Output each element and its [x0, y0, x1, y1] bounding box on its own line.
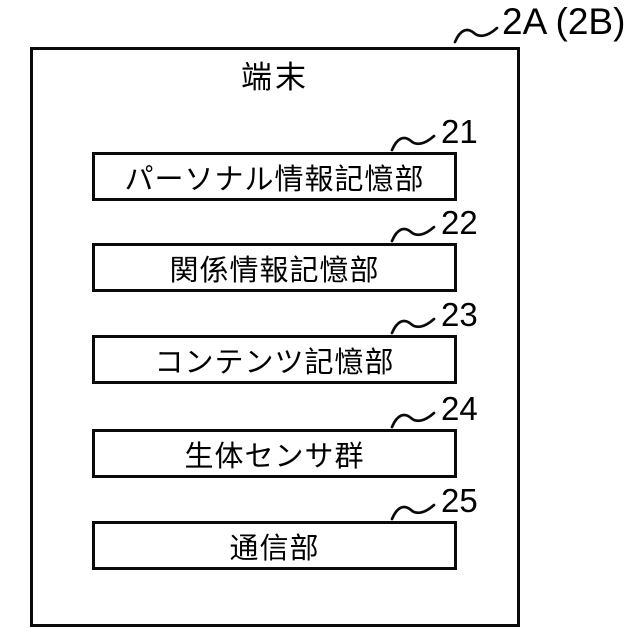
block-label: 関係情報記憶部 — [92, 243, 457, 292]
ref-label-25: 25 — [389, 482, 519, 523]
ref-label-24: 24 — [389, 390, 519, 431]
block-label: コンテンツ記憶部 — [92, 335, 457, 384]
block-relation-info-storage: 22 関係情報記憶部 — [92, 204, 478, 292]
ref-number: 21 — [441, 113, 478, 150]
block-label: 通信部 — [92, 521, 457, 570]
outer-ref-text: 2A (2B) — [502, 1, 626, 42]
ref-number: 24 — [441, 390, 478, 427]
ref-number: 22 — [441, 204, 478, 241]
block-label: パーソナル情報記憶部 — [92, 152, 457, 201]
block-communication-unit: 25 通信部 — [92, 482, 478, 570]
ref-number: 23 — [441, 296, 478, 333]
block-personal-info-storage: 21 パーソナル情報記憶部 — [92, 113, 478, 201]
block-content-storage: 23 コンテンツ記憶部 — [92, 296, 478, 384]
reference-tilde-icon — [453, 26, 499, 44]
reference-tilde-icon — [390, 411, 436, 429]
reference-tilde-icon — [390, 225, 436, 243]
reference-tilde-icon — [390, 134, 436, 152]
reference-tilde-icon — [390, 503, 436, 521]
block-label: 生体センサ群 — [92, 429, 457, 478]
ref-number: 25 — [441, 482, 478, 519]
ref-label-23: 23 — [389, 296, 519, 337]
diagram-title: 端末 — [241, 60, 309, 95]
block-bio-sensor-group: 24 生体センサ群 — [92, 390, 478, 478]
ref-label-22: 22 — [389, 204, 519, 245]
ref-label-21: 21 — [389, 113, 519, 154]
reference-tilde-icon — [390, 317, 436, 335]
outer-ref-label: 2A (2B) — [452, 1, 640, 50]
